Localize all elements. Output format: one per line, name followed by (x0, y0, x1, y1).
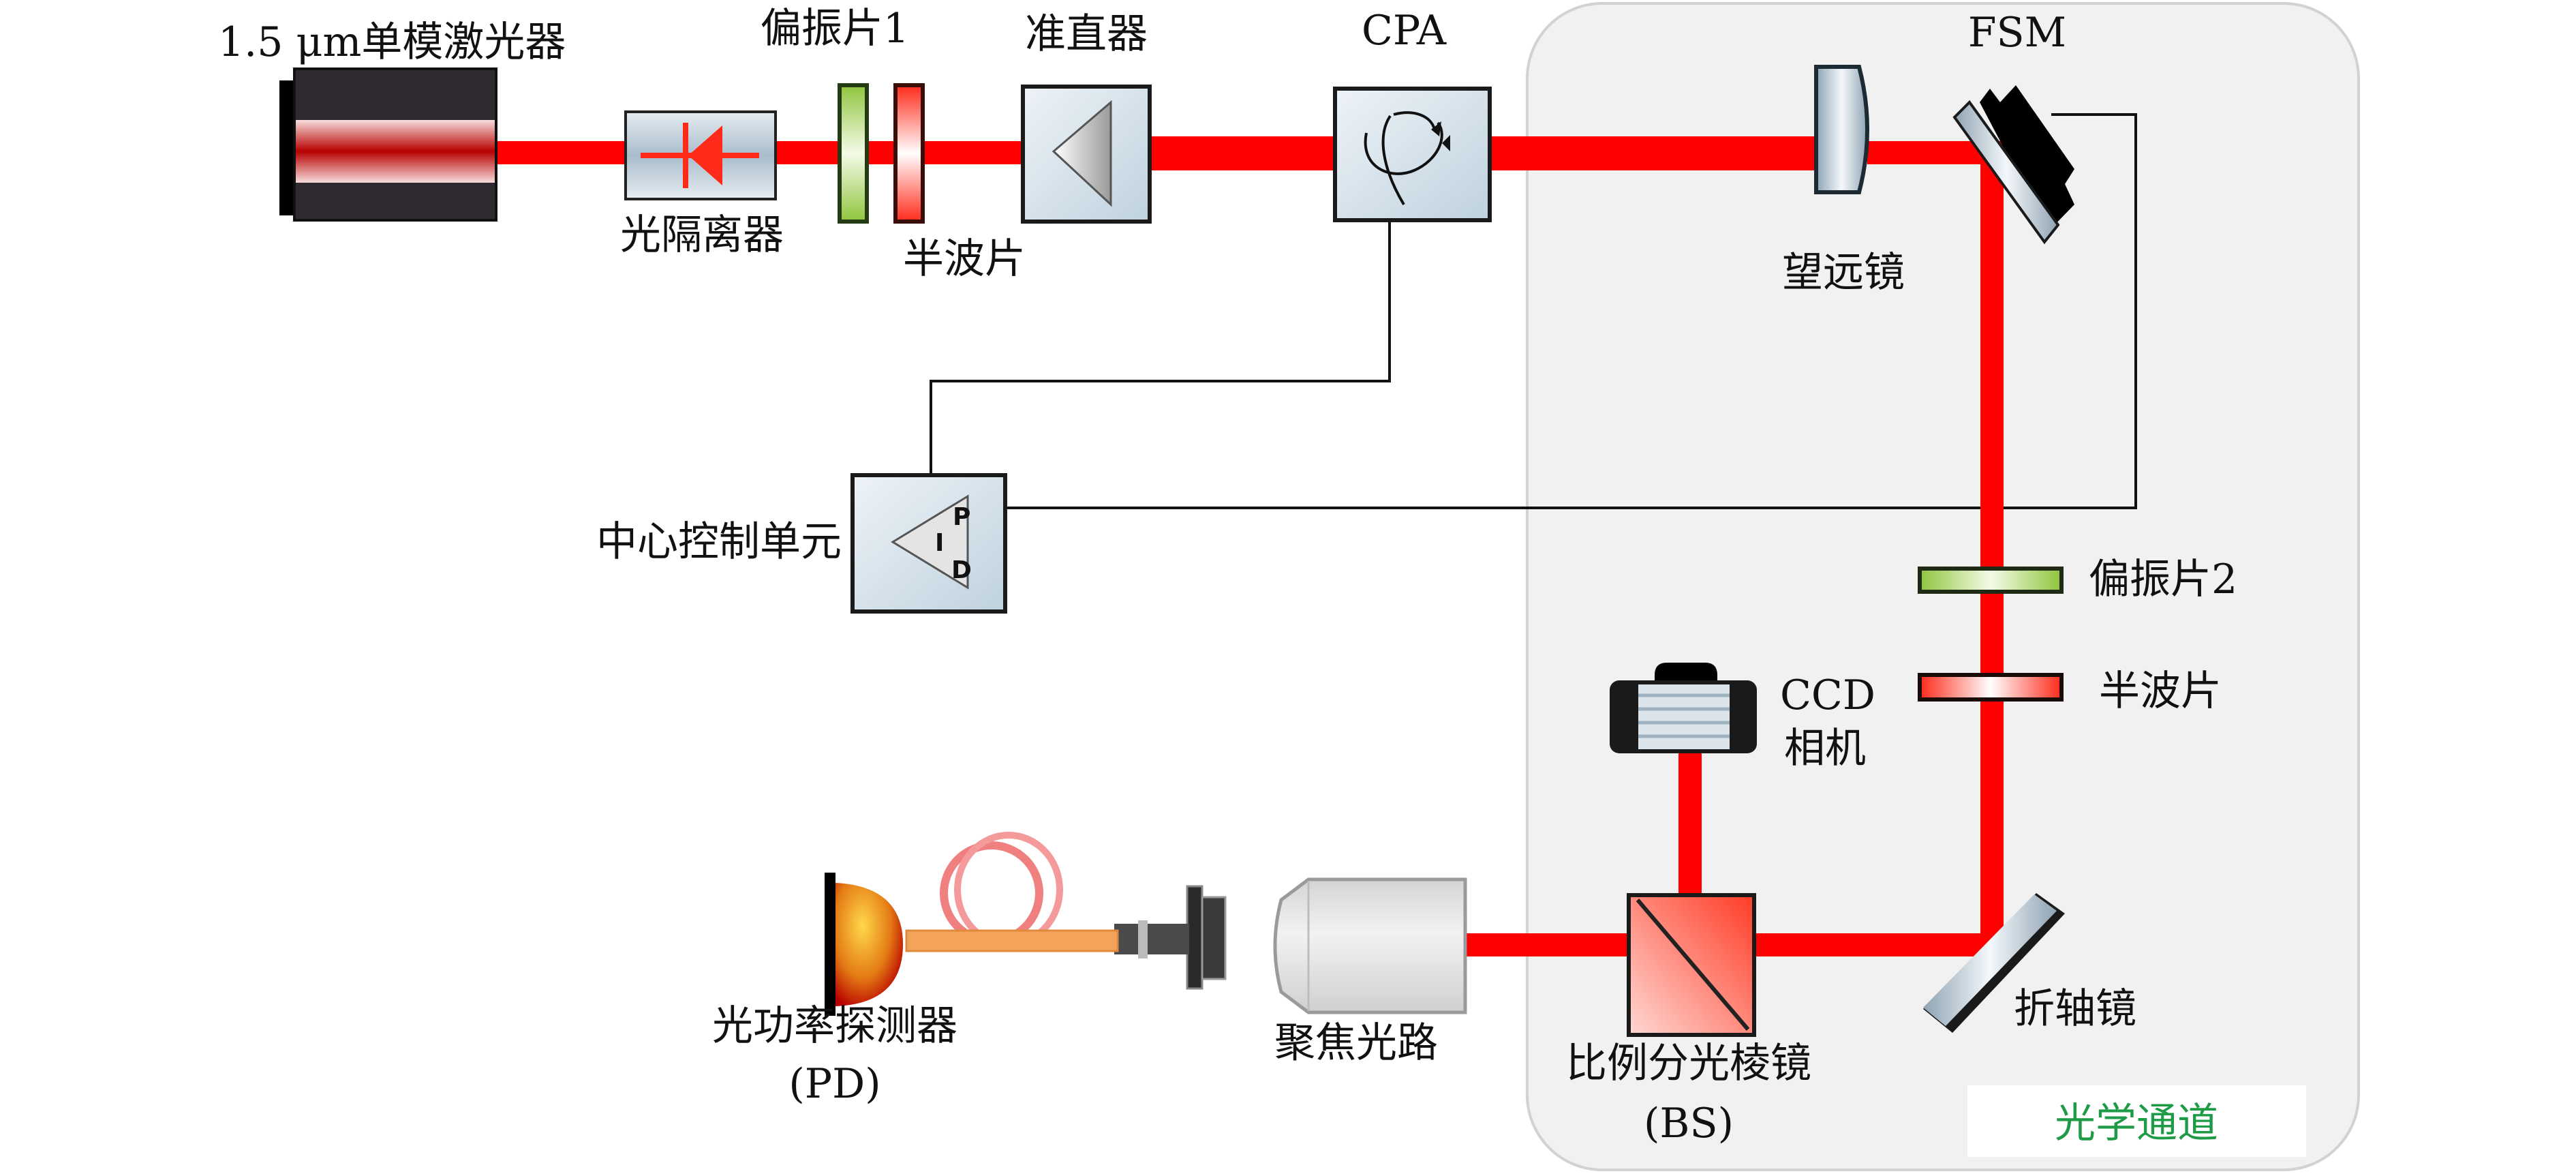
collimator (1021, 85, 1152, 224)
optical-channel-label: 光学通道 (2055, 1100, 2218, 1147)
cpa-label: CPA (1362, 7, 1447, 55)
halfwave-plate-2-label: 半波片 (2099, 667, 2222, 715)
laser-glow (296, 120, 495, 183)
polarizer-1-label: 偏振片1 (761, 5, 909, 52)
controller-label: 中心控制单元 (596, 518, 842, 566)
collimator-cone-icon (1052, 100, 1112, 207)
beam-bs-to-objective (1465, 933, 1636, 956)
central-control-unit: P I D (850, 473, 1007, 614)
polarizer-2-label: 偏振片2 (2089, 556, 2237, 603)
diode-icon (641, 123, 759, 188)
ccd-label-line2: 相机 (1784, 725, 1866, 772)
isolator-label: 光隔离器 (620, 211, 784, 259)
polarization-rotation-icon (1364, 111, 1443, 206)
optical-isolator (624, 110, 777, 200)
ccd-camera (1610, 663, 1757, 753)
telescope-label: 望远镜 (1782, 249, 1905, 297)
halfwave-plate-2 (1918, 673, 2064, 702)
pd-label-line1: 光功率探测器 (712, 1002, 957, 1050)
pid-letter-d: D (951, 556, 972, 584)
halfwave-plate-1-label: 半波片 (903, 235, 1026, 283)
halfwave-plate-1 (893, 83, 925, 224)
focus-label: 聚焦光路 (1274, 1019, 1438, 1067)
pid-triangle-icon (891, 494, 969, 590)
cpa-unit (1333, 87, 1492, 222)
pid-letter-i: I (935, 529, 944, 557)
fsm-label: FSM (1968, 9, 2066, 57)
beam-fsm-to-fold (1980, 141, 2004, 956)
power-detector (825, 873, 903, 1016)
optical-channel-label-box (1967, 1085, 2306, 1157)
beam-splitter (1627, 893, 1756, 1037)
beam-bs-to-ccd (1678, 753, 1702, 900)
pd-label-line2: (PD) (788, 1060, 880, 1108)
laser-label: 1.5 μm单模激光器 (218, 18, 566, 66)
bs-label-line1: 比例分光棱镜 (1566, 1040, 1811, 1087)
focusing-objective (1273, 877, 1467, 1014)
pid-letter-p: P (953, 503, 970, 531)
wire-fsm-to-controller (1005, 113, 2137, 509)
wire-cpa-to-controller (930, 220, 1391, 475)
fold-mirror-label: 折轴镜 (2014, 985, 2136, 1033)
laser-source (279, 67, 497, 222)
polarizer-1 (838, 83, 869, 224)
collimator-label: 准直器 (1025, 10, 1148, 58)
polarizer-2 (1918, 567, 2064, 594)
beam-fold-to-bs (1745, 933, 2004, 956)
ccd-label-line1: CCD (1780, 672, 1875, 719)
fast-steering-mirror (1952, 85, 2074, 245)
control-wires (930, 113, 2137, 509)
fiber-coil (905, 832, 1119, 952)
fold-mirror (1923, 893, 2065, 1033)
bs-label-line2: (BS) (1644, 1100, 1734, 1147)
telescope-lens (1814, 65, 1869, 194)
fiber-connector (1114, 885, 1227, 990)
